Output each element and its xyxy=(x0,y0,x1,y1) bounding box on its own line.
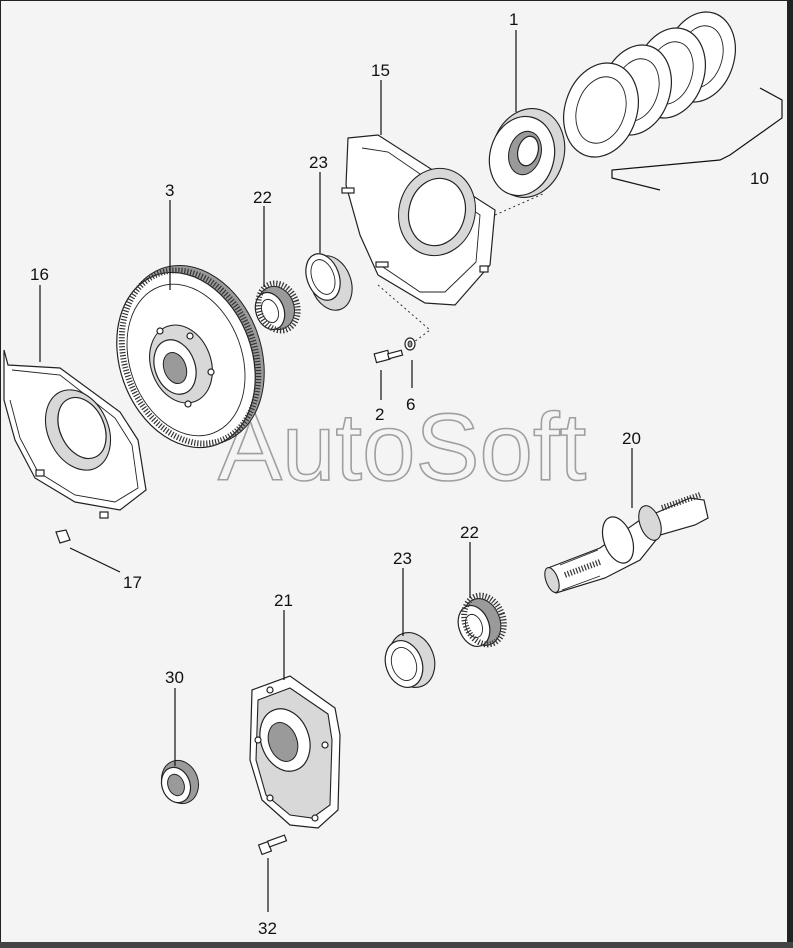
part-2-bolt xyxy=(373,349,404,364)
part-23-cup-lower xyxy=(384,632,436,688)
part-17-clip xyxy=(55,529,71,544)
part-6-washer xyxy=(404,337,416,351)
part-1-bearing-cap xyxy=(488,107,566,199)
part-22-bearing-lower xyxy=(457,592,507,648)
watermark: AutoSoft xyxy=(218,394,586,501)
callout-22-lower: 22 xyxy=(460,523,479,542)
callout-21: 21 xyxy=(274,591,293,610)
callout-32: 32 xyxy=(258,919,277,938)
callout-16: 16 xyxy=(30,265,49,284)
callout-23-lower: 23 xyxy=(393,549,412,568)
callout-3: 3 xyxy=(165,181,174,200)
part-3-gear xyxy=(116,264,265,449)
callout-10: 10 xyxy=(750,169,769,188)
leader-lines xyxy=(39,30,783,912)
part-16-shield xyxy=(3,349,147,519)
part-20-shaft xyxy=(544,492,709,594)
part-30-seal xyxy=(160,759,200,805)
part-23-cup-upper xyxy=(305,253,353,311)
callout-15: 15 xyxy=(371,61,390,80)
callout-30: 30 xyxy=(165,668,184,687)
callout-6: 6 xyxy=(406,395,415,414)
part-10-gaskets xyxy=(563,11,736,158)
callout-1: 1 xyxy=(509,10,518,29)
part-15-cover xyxy=(341,134,546,346)
part-22-bearing-upper xyxy=(254,280,301,334)
right-border xyxy=(787,0,793,948)
part-32-bolt xyxy=(257,834,288,856)
callout-17: 17 xyxy=(123,573,142,592)
bottom-border xyxy=(0,942,793,948)
callout-23-upper: 23 xyxy=(309,153,328,172)
callout-20: 20 xyxy=(622,429,641,448)
callout-22-upper: 22 xyxy=(253,188,272,207)
part-21-housing xyxy=(249,675,341,829)
callout-2: 2 xyxy=(375,405,384,424)
